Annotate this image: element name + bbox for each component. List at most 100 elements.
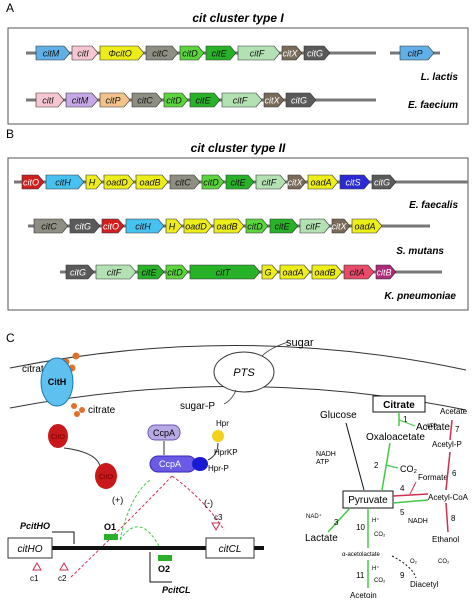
gene-arrow-oadb [213, 218, 245, 234]
citrate-dot [74, 411, 80, 417]
gene-arrow-citm [65, 92, 99, 108]
h-label-1: H⁺ [372, 517, 380, 524]
step2-label: 2 [374, 461, 379, 470]
pyruvate-label: Pyruvate [348, 495, 388, 506]
ccpa-label-1: CcpA [153, 428, 175, 438]
gene-arrow-h [85, 174, 103, 190]
step9-label: 9 [400, 571, 405, 580]
hpr-protein [212, 430, 224, 442]
gene-arrow-citd [163, 92, 189, 108]
gene-arrow-citf [299, 218, 331, 234]
gene-label: citE [230, 178, 246, 188]
gene-label: citC [152, 49, 168, 59]
gene-label: citG [75, 222, 91, 232]
c3-label: c3 [214, 513, 223, 522]
step7-arrow [449, 419, 453, 441]
gene-arrow-oada [307, 174, 339, 190]
gene-label: oadB [314, 268, 335, 278]
gene-arrow-citf [255, 174, 287, 190]
gene-arrow-oadb [311, 264, 343, 280]
gene-label: citF [250, 49, 265, 59]
gene-label: citC [175, 178, 191, 188]
panel-c-letter: C [6, 331, 15, 345]
glucose-label: Glucose [320, 410, 357, 421]
gene-label: citF [262, 178, 277, 188]
gene-arrow-citg [371, 174, 397, 190]
nadh-atp-label-2: ATP [316, 459, 329, 466]
gene-arrow-citd [245, 218, 269, 234]
gene-label: citX [287, 178, 303, 188]
ccpa-label-2: CcpA [159, 459, 181, 469]
gene-label: citA [349, 268, 364, 278]
step4-label: 4 [400, 484, 405, 493]
gene-arrow-citg [65, 264, 95, 280]
panel-a-letter: A [6, 1, 14, 15]
h-label-2: H⁺ [372, 565, 380, 572]
c2-site [59, 561, 69, 571]
sugar-p-arrow [223, 389, 237, 405]
citcl-label: citCL [219, 544, 242, 555]
gene-arrow-citg [69, 218, 101, 234]
step4-arrow [392, 493, 429, 497]
gene-label: oadA [310, 178, 331, 188]
gene-arrow-citc [169, 174, 201, 190]
glycolysis-arrow [345, 422, 365, 491]
formate-label: Formate [418, 473, 448, 482]
step1-label: 1 [403, 415, 408, 424]
nadh-label-2: NADH [408, 518, 428, 525]
gene-label: citC [137, 96, 153, 106]
gene-label: citD [182, 49, 198, 59]
sugar-label: sugar [286, 337, 314, 349]
gene-label: citE [211, 49, 227, 59]
o1-label: O1 [104, 522, 116, 532]
gene-arrow-citd [201, 174, 225, 190]
pts-transporter [213, 351, 275, 393]
gene-label: citE [195, 96, 211, 106]
oxaloacetate-label: Oxaloacetate [366, 432, 425, 443]
acetate-label-1: Acetate [416, 422, 450, 433]
pts-label: PTS [233, 367, 255, 379]
citrate-outside-label: citrate [22, 364, 50, 375]
step10-label: 10 [356, 523, 365, 532]
co2-branch-1 [385, 464, 399, 469]
membrane-outer [9, 345, 467, 371]
gene-label: ΦcitO [108, 49, 132, 59]
gene-arrow-h [165, 218, 183, 234]
gene-label: citM [72, 96, 89, 106]
hpr-p-protein [192, 457, 208, 471]
hpr-p-label: Hpr-P [208, 464, 229, 473]
nad-label: NAD⁺ [306, 513, 322, 520]
gene-arrow-citf [95, 264, 137, 280]
gene-arrow-oadd [183, 218, 213, 234]
gene-arrow-citx [263, 92, 285, 108]
co2-label-3: CO₂ [374, 578, 386, 584]
panel-a-title: cit cluster type I [192, 11, 284, 25]
gene-label: oadB [216, 222, 237, 232]
gene-arrow-citc [33, 218, 69, 234]
gene-arrow-oadd [103, 174, 135, 190]
organism-l-lactis: L. lactis [421, 72, 459, 83]
cith-label: CitH [48, 377, 67, 387]
nadh-atp-label-1: NADH [316, 451, 336, 458]
gene-label: citX [331, 222, 347, 232]
ccpa-inactive [147, 424, 181, 441]
step6-arrow [445, 451, 451, 491]
gene-label: citI [42, 96, 54, 106]
step8-arrow [445, 502, 449, 533]
gene-arrow-citg [303, 45, 331, 61]
organism-e-faecium: E. faecium [408, 100, 458, 111]
gene-label: citC [41, 222, 57, 232]
step3-label: 3 [334, 518, 339, 527]
sugar-p-label: sugar-P [180, 401, 215, 412]
gene-arrow-cite [189, 92, 221, 108]
minus-label: (-) [204, 498, 213, 508]
sugar-in-arrow [261, 341, 289, 357]
gene-arrow-cith [45, 174, 85, 190]
gene-arrow-oada [351, 218, 383, 234]
c2-label: c2 [58, 574, 67, 583]
step8-label: 8 [451, 514, 456, 523]
o2-label: O2 [158, 564, 170, 574]
o2-operator [158, 555, 172, 561]
